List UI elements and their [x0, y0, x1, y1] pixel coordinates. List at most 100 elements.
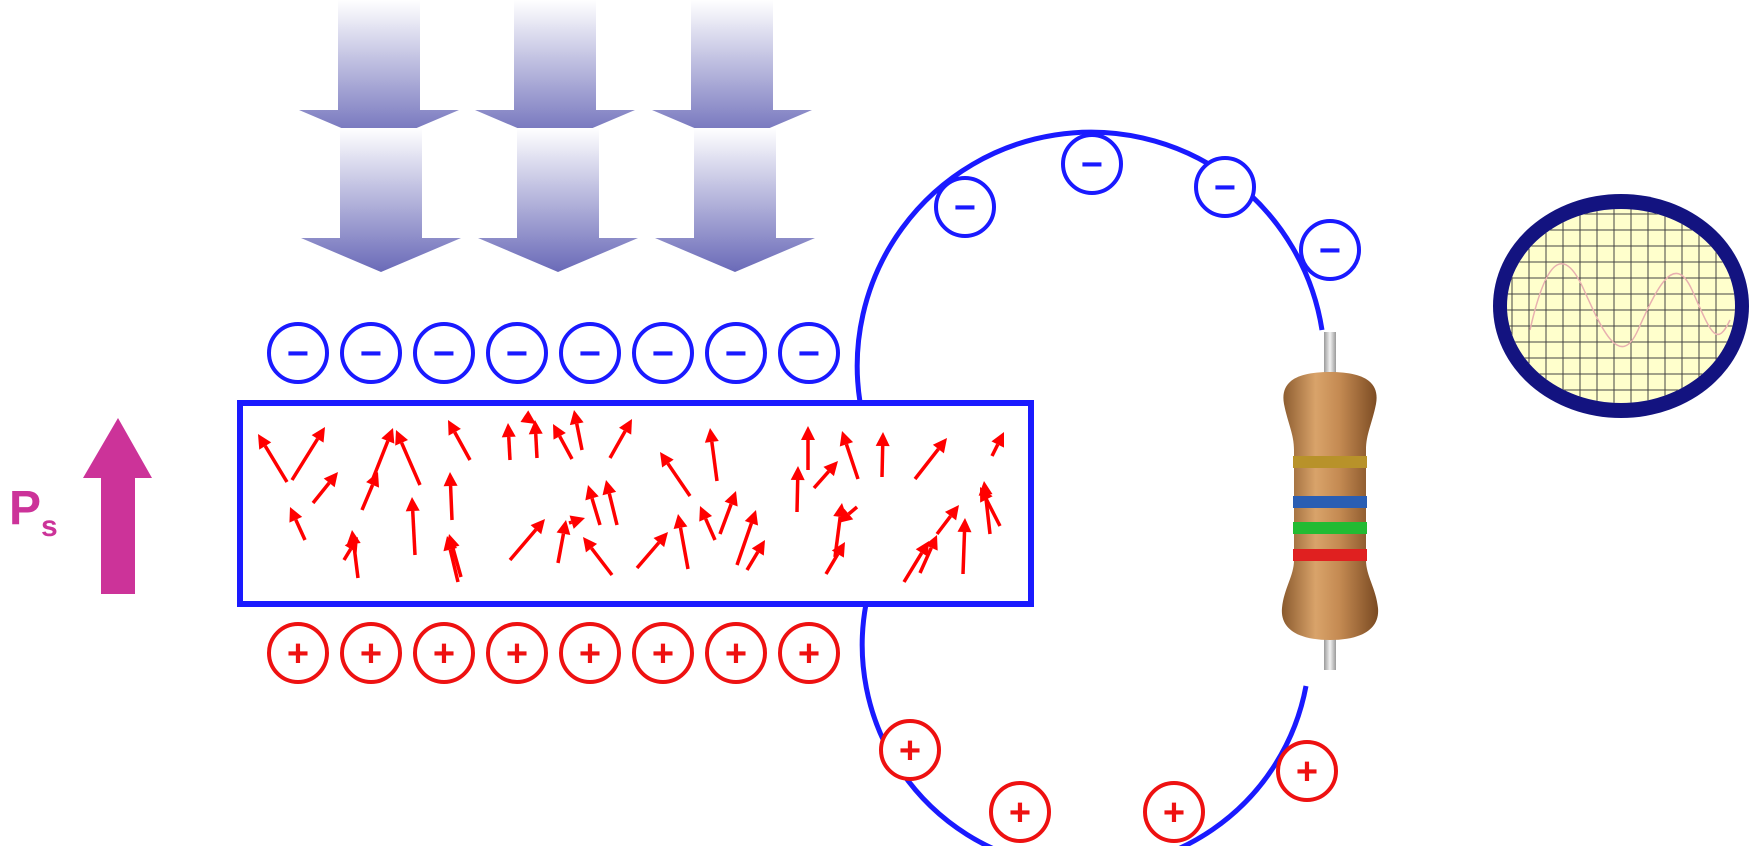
svg-text:−: −: [579, 333, 601, 375]
svg-text:−: −: [798, 333, 820, 375]
dipole-arrow-icon: [801, 426, 815, 470]
down-arrow-icon: [299, 0, 459, 144]
dipole-arrow-icon: [957, 518, 972, 575]
dipole-arrow-icon: [673, 514, 690, 570]
positive-charge: +: [632, 622, 694, 684]
dipole-arrow-icon: [395, 430, 422, 486]
resistor-band: [1293, 549, 1367, 561]
negative-charge: −: [267, 322, 329, 384]
resistor-band: [1293, 456, 1367, 468]
positive-charge: +: [267, 622, 329, 684]
svg-text:−: −: [1214, 167, 1236, 209]
down-arrow-icon: [478, 128, 638, 272]
dipole-arrow-icon: [839, 431, 860, 480]
negative-charge: −: [486, 322, 548, 384]
dipole-arrow-icon: [875, 432, 890, 478]
dipole-arrow-icon: [311, 472, 338, 505]
svg-text:+: +: [433, 633, 455, 675]
svg-text:+: +: [506, 633, 528, 675]
dipole-arrow-icon: [745, 540, 765, 571]
down-arrow-icon: [475, 0, 635, 144]
polarization-label: Ps: [9, 482, 58, 543]
negative-charge: −: [632, 322, 694, 384]
dipole-arrow-icon: [918, 535, 938, 574]
dipole-arrow-icon: [258, 434, 289, 483]
negative-charge: −: [778, 322, 840, 384]
dipole-arrows: [258, 410, 1004, 583]
dipole-arrow-icon: [718, 491, 738, 535]
dipole-arrow-icon: [585, 485, 602, 526]
positive-charge: +: [989, 781, 1051, 843]
dipole-arrow-icon: [824, 542, 845, 575]
dipole-arrow-icon: [704, 428, 719, 482]
negative-charge: −: [340, 322, 402, 384]
dipole-arrow-icon: [290, 427, 325, 481]
dipole-arrow-icon: [370, 428, 395, 482]
positive-charge: +: [879, 719, 941, 781]
circuit-wire-lower: [859, 603, 1309, 846]
svg-text:+: +: [1296, 751, 1318, 793]
svg-text:−: −: [652, 333, 674, 375]
negative-charge: −: [705, 322, 767, 384]
dipole-arrow-icon: [602, 480, 619, 526]
dipole-arrow-icon: [838, 505, 859, 523]
positive-charge: +: [778, 622, 840, 684]
dipole-arrow-icon: [735, 510, 759, 566]
svg-text:−: −: [954, 187, 976, 229]
dipole-arrow-icon: [520, 410, 536, 424]
negative-charge: −: [1194, 156, 1256, 218]
oscilloscope-icon: [1493, 194, 1749, 418]
dipole-arrow-icon: [443, 536, 460, 583]
svg-text:−: −: [1319, 230, 1341, 272]
positive-charge: +: [486, 622, 548, 684]
dipole-arrow-icon: [608, 419, 632, 459]
dipole-arrow-icon: [556, 520, 571, 564]
svg-text:−: −: [287, 333, 309, 375]
surface-negative-charges: −−−−−−−−: [267, 322, 840, 384]
radiation-arrows: [299, 0, 815, 272]
dipole-arrow-icon: [902, 541, 929, 583]
dipole-arrow-icon: [528, 420, 543, 459]
dipole-arrow-icon: [568, 515, 585, 529]
dipole-arrow-icon: [508, 519, 545, 562]
svg-text:+: +: [360, 633, 382, 675]
dipole-arrow-icon: [635, 532, 668, 570]
resistor-icon: [1281, 332, 1379, 670]
svg-text:−: −: [1081, 144, 1103, 186]
dipole-arrow-icon: [448, 420, 472, 461]
svg-text:−: −: [360, 333, 382, 375]
polarization-subscript: s: [41, 510, 58, 543]
svg-text:+: +: [725, 633, 747, 675]
dipole-arrow-icon: [990, 432, 1004, 457]
svg-text:+: +: [1009, 792, 1031, 834]
sine-wave: [1529, 262, 1731, 348]
positive-charge: +: [1276, 740, 1338, 802]
negative-charge: −: [1061, 133, 1123, 195]
positive-charge: +: [340, 622, 402, 684]
dipole-arrow-icon: [812, 461, 838, 490]
svg-text:+: +: [579, 633, 601, 675]
resistor-band: [1293, 522, 1367, 534]
svg-text:−: −: [433, 333, 455, 375]
dipole-arrow-icon: [342, 537, 358, 561]
resistor-band: [1293, 496, 1367, 508]
dipole-arrow-icon: [501, 423, 516, 461]
positive-charge: +: [1143, 781, 1205, 843]
svg-text:−: −: [506, 333, 528, 375]
positive-charge: +: [705, 622, 767, 684]
positive-charge: +: [559, 622, 621, 684]
svg-text:+: +: [899, 730, 921, 772]
dipole-arrow-icon: [569, 410, 584, 451]
surface-positive-charges: + + + + + + + +: [267, 622, 840, 684]
svg-text:+: +: [1163, 792, 1185, 834]
positive-charge: +: [413, 622, 475, 684]
down-arrow-icon: [655, 128, 815, 272]
down-arrow-icon: [301, 128, 461, 272]
dipole-arrow-icon: [289, 507, 307, 541]
negative-charge: −: [934, 176, 996, 238]
negative-charge: −: [559, 322, 621, 384]
negative-charge: −: [413, 322, 475, 384]
dipole-arrow-icon: [583, 537, 614, 577]
down-arrow-icon: [652, 0, 812, 144]
